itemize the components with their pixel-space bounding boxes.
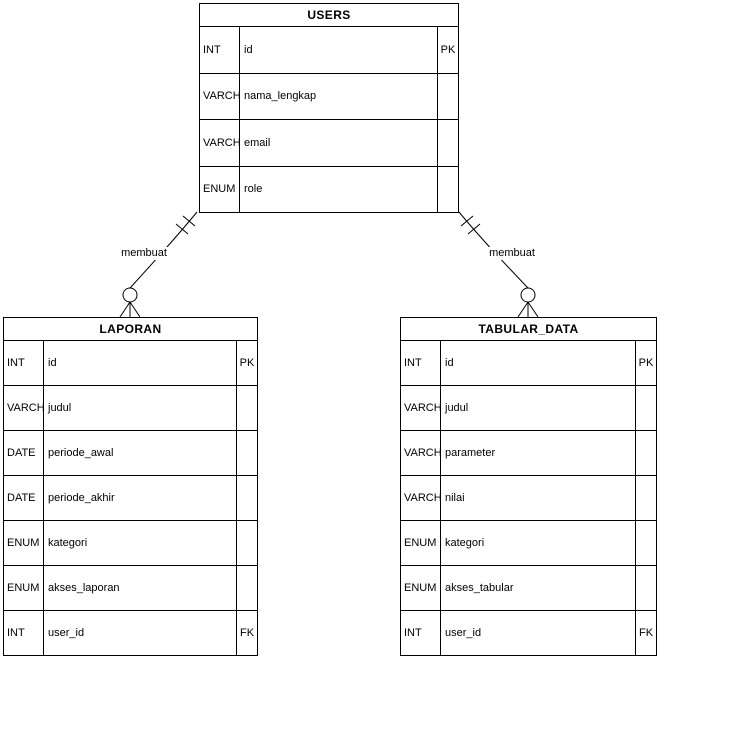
attr-type: VARCH [401,431,441,475]
entity-laporan-rows: INT id PK VARCH judul DATE periode_awal … [4,341,257,655]
attr-key [237,521,257,565]
attribute-row: INT user_id FK [4,611,257,655]
attr-type: INT [200,27,240,73]
attr-name: kategori [441,521,636,565]
attribute-row: DATE periode_akhir [4,476,257,521]
attr-name: nama_lengkap [240,73,438,119]
attr-type: DATE [4,476,44,520]
attr-name: periode_akhir [44,476,237,520]
crows-foot-marker [517,301,539,318]
attr-key [636,566,656,610]
attr-key [636,386,656,430]
relationship-users-tabular-data [458,211,539,318]
attribute-row: ENUM akses_laporan [4,566,257,611]
attribute-row: VARCH parameter [401,431,656,476]
attr-type: VARCH [401,386,441,430]
attribute-row: INT id PK [401,341,656,386]
attr-type: ENUM [401,566,441,610]
attr-key: FK [638,627,654,639]
attr-name: akses_laporan [44,566,237,610]
entity-users: USERS INT id PK VARCH nama_lengkap VARCH… [199,3,459,213]
attribute-row: ENUM role [200,166,458,213]
attr-type: VARCH [401,476,441,520]
attr-key [237,476,257,520]
entity-tabular-data: TABULAR_DATA INT id PK VARCH judul VARCH… [400,317,657,656]
attr-name: id [441,341,636,385]
entity-users-title: USERS [200,4,458,27]
attr-key: FK [239,627,255,639]
attribute-row: ENUM kategori [401,521,656,566]
zero-or-many-marker-circle [122,287,138,303]
entity-laporan: LAPORAN INT id PK VARCH judul DATE perio… [3,317,258,656]
attribute-row: INT user_id FK [401,611,656,655]
attr-type: INT [4,341,44,385]
one-and-only-one-marker [460,215,474,227]
attr-name: parameter [441,431,636,475]
entity-tabular-data-rows: INT id PK VARCH judul VARCH parameter VA… [401,341,656,655]
attr-key [438,120,458,166]
entity-laporan-title: LAPORAN [4,318,257,341]
connector-path [129,211,198,289]
attr-type: VARCH [4,386,44,430]
attr-name: user_id [441,611,636,655]
attr-key [237,431,257,475]
crows-foot-marker [119,301,141,318]
relationship-label-membuat-laporan: membuat [120,247,168,260]
attr-key [636,521,656,565]
attr-type: ENUM [401,521,441,565]
attr-type: VARCH [200,73,240,119]
attr-key [636,431,656,475]
attr-name: user_id [44,611,237,655]
attr-type: INT [401,341,441,385]
attr-key: PK [440,43,456,56]
attr-key [438,167,458,213]
relationship-users-laporan [119,211,198,318]
attribute-row: ENUM kategori [4,521,257,566]
attr-type: VARCH [200,120,240,166]
entity-tabular-data-title: TABULAR_DATA [401,318,656,341]
attribute-row: DATE periode_awal [4,431,257,476]
one-and-only-one-marker [182,215,196,227]
attr-key [636,476,656,520]
attr-type: ENUM [4,566,44,610]
attr-key [237,566,257,610]
one-and-only-one-marker [467,223,481,235]
attr-type: INT [4,611,44,655]
attr-type: DATE [4,431,44,475]
attribute-row: VARCH nilai [401,476,656,521]
attr-name: id [240,27,438,73]
attr-name: role [240,166,438,212]
attribute-row: VARCH email [200,120,458,167]
zero-or-many-marker-circle [520,287,536,303]
attr-type: ENUM [4,521,44,565]
attribute-row: VARCH judul [401,386,656,431]
attr-type: INT [401,611,441,655]
attribute-row: ENUM akses_tabular [401,566,656,611]
attr-name: nilai [441,476,636,520]
attr-key: PK [239,357,255,369]
attr-name: akses_tabular [441,566,636,610]
attr-name: email [240,120,438,166]
entity-users-rows: INT id PK VARCH nama_lengkap VARCH email… [200,27,458,212]
attr-name: judul [44,386,237,430]
connector-path [458,211,529,289]
attribute-row: VARCH nama_lengkap [200,73,458,120]
attribute-row: INT id PK [4,341,257,386]
attr-name: periode_awal [44,431,237,475]
attr-key: PK [638,357,654,369]
attr-type: ENUM [200,166,240,212]
attr-key [237,386,257,430]
attribute-row: INT id PK [200,27,458,74]
one-and-only-one-marker [175,223,189,235]
attribute-row: VARCH judul [4,386,257,431]
attr-name: id [44,341,237,385]
attr-key [438,74,458,120]
attr-name: kategori [44,521,237,565]
attr-name: judul [441,386,636,430]
relationship-label-membuat-tabular-data: membuat [488,247,536,260]
